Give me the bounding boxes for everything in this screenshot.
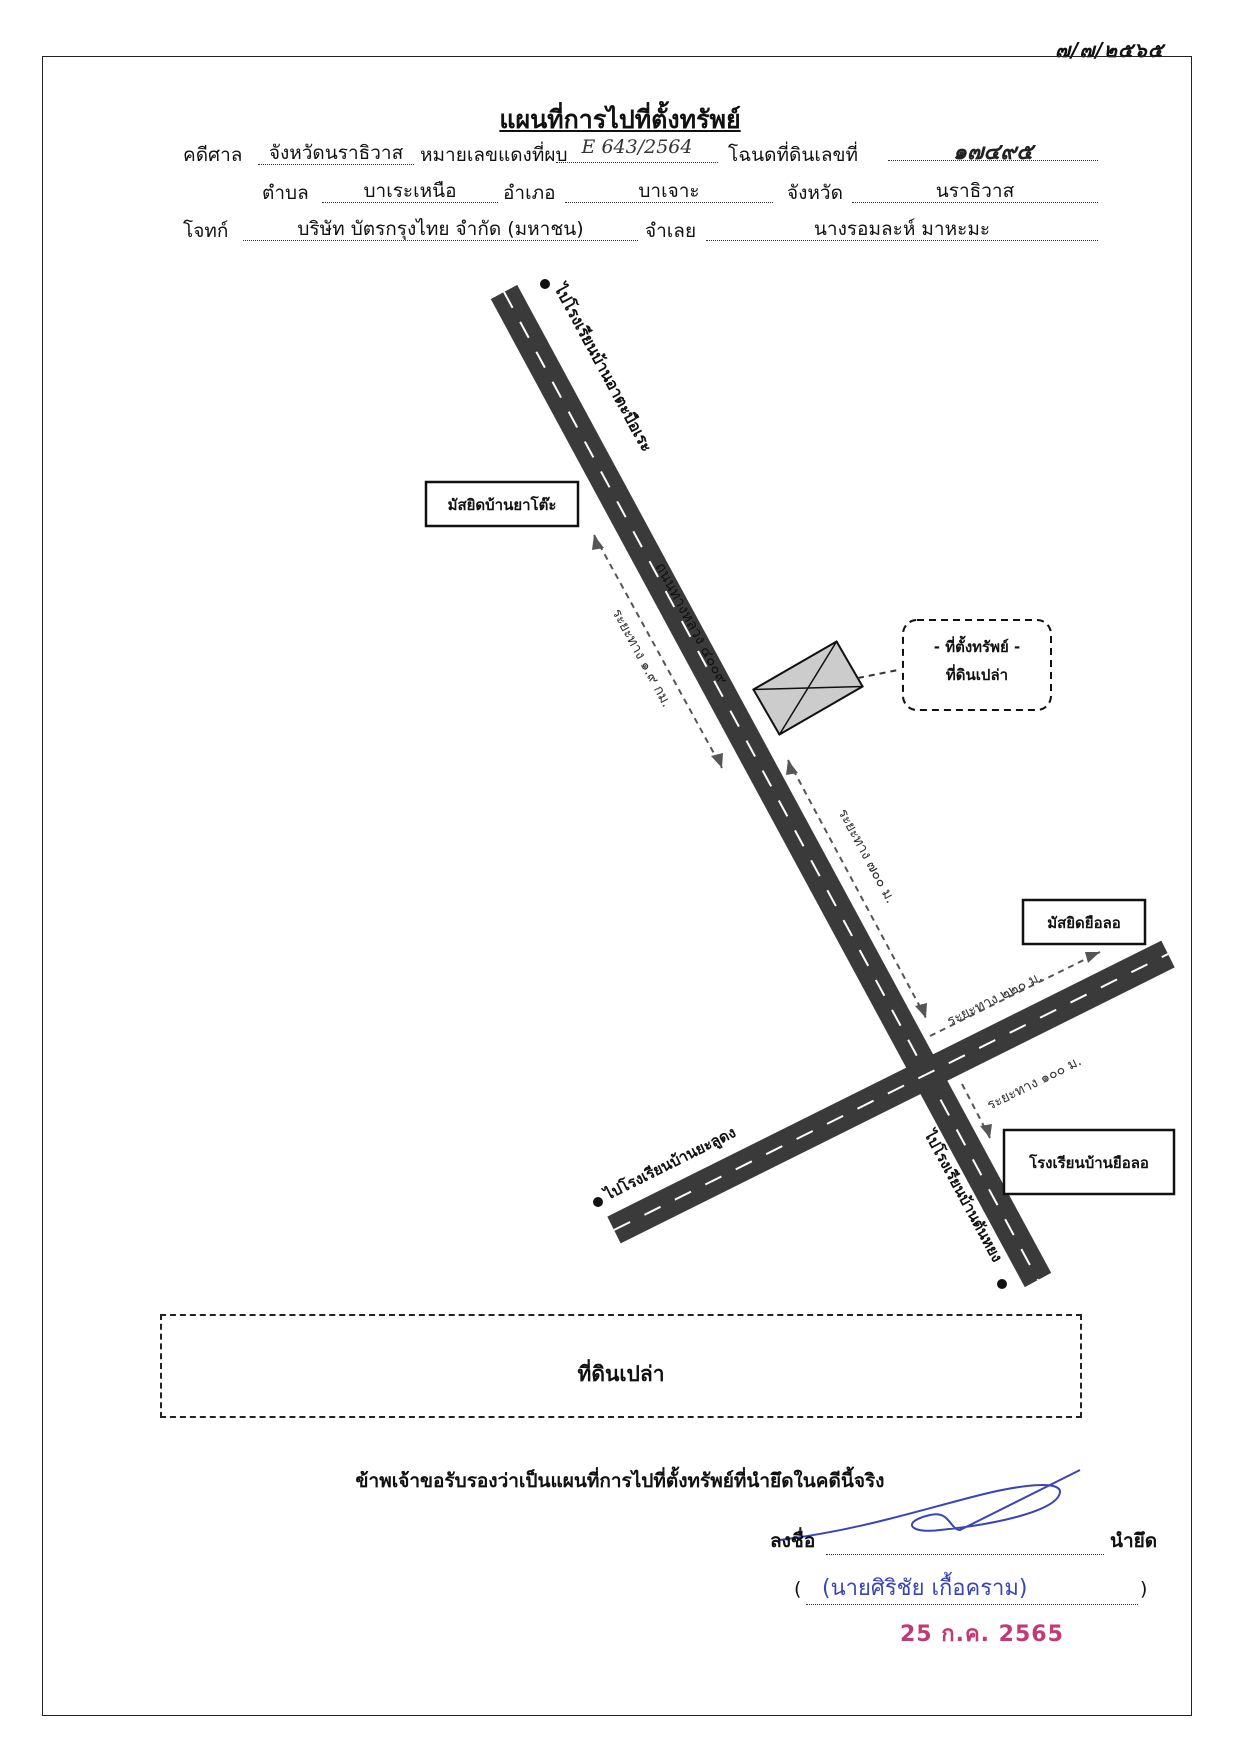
dist-3-arrow: [929, 951, 1101, 1037]
page-frame: [42, 56, 1192, 1716]
vacant-land-box: [160, 1314, 1082, 1418]
district-label: อำเภอ: [503, 182, 556, 204]
court-label: คดีศาล: [183, 144, 243, 166]
property-label-line1: - ที่ตั้งทรัพย์ -: [934, 635, 1020, 656]
signature-line: [826, 1554, 1104, 1555]
date-top: ๗/๗/๒๕๖๕: [1055, 38, 1164, 62]
property-callout-leader: [857, 669, 899, 679]
property-callout-box: [902, 619, 1052, 711]
court-value: จังหวัดนราธิวาส: [258, 138, 414, 165]
deed-value: ๑๗๔๙๕: [888, 134, 1098, 165]
school-yuelo-label: โรงเรียนบ้านยือลอ: [1028, 1153, 1149, 1172]
province-value: นราธิวาส: [852, 176, 1098, 203]
defendant-label: จำเลย: [645, 220, 697, 242]
province-label: จังหวัด: [787, 182, 843, 204]
west-arrow-marker: [593, 1197, 603, 1207]
open-paren: (: [794, 1578, 802, 1600]
main-road-centerline: [503, 291, 1039, 1281]
defendant-value: นางรอมละห์ มาหะมะ: [706, 214, 1098, 241]
red-case-label: หมายเลขแดงที่ผบ: [420, 144, 568, 166]
school-yuelo-box: [1002, 1128, 1176, 1196]
property-marker: [752, 640, 864, 736]
subdistrict-label: ตำบล: [262, 182, 309, 204]
north-arrow-marker: [540, 279, 550, 289]
name-line: [806, 1604, 1138, 1605]
role-label: นำยึด: [1110, 1530, 1158, 1552]
property-label-line2: ที่ดินเปล่า: [946, 664, 1008, 684]
sign-label: ลงชื่อ: [770, 1530, 816, 1552]
mosque-yatoh-box: [424, 480, 580, 528]
date-stamp: 25 ก.ค. 2565: [900, 1622, 1064, 1647]
deed-label: โฉนดที่ดินเลขที่: [728, 144, 858, 166]
south-arrow-marker: [997, 1279, 1007, 1289]
red-case-value: E 643/2564: [556, 136, 718, 163]
page-title: แผนที่การไปที่ตั้งทรัพย์: [499, 105, 741, 134]
plaintiff-value: บริษัท บัตรกรุงไทย จำกัด (มหาชน): [243, 214, 638, 241]
mosque-yuelo-label: มัสยิดยือลอ: [1047, 914, 1121, 932]
signature-scribble: [779, 1469, 1081, 1541]
mosque-yuelo-box: [1021, 898, 1147, 946]
mosque-yatoh-label: มัสยิดบ้านยาโต๊ะ: [448, 495, 557, 514]
dist-4-label: ระยะทาง ๑๐๐ ม.: [985, 1053, 1085, 1113]
close-paren: ): [1140, 1578, 1148, 1600]
vacant-land-label: ที่ดินเปล่า: [577, 1362, 665, 1386]
dist-1-arrow: [593, 534, 723, 769]
district-value: บาเจาะ: [565, 176, 773, 203]
dist-2-arrow: [787, 759, 927, 1019]
signer-name-stamp: (นายศิริชัย เกื้อคราม): [822, 1576, 1028, 1601]
certify-statement: ข้าพเจ้าขอรับรองว่าเป็นแผนที่การไปที่ตั้…: [355, 1470, 885, 1492]
plaintiff-label: โจทก์: [183, 220, 229, 242]
subdistrict-value: บาเระเหนือ: [322, 176, 498, 203]
cross-road-centerline: [613, 953, 1169, 1231]
